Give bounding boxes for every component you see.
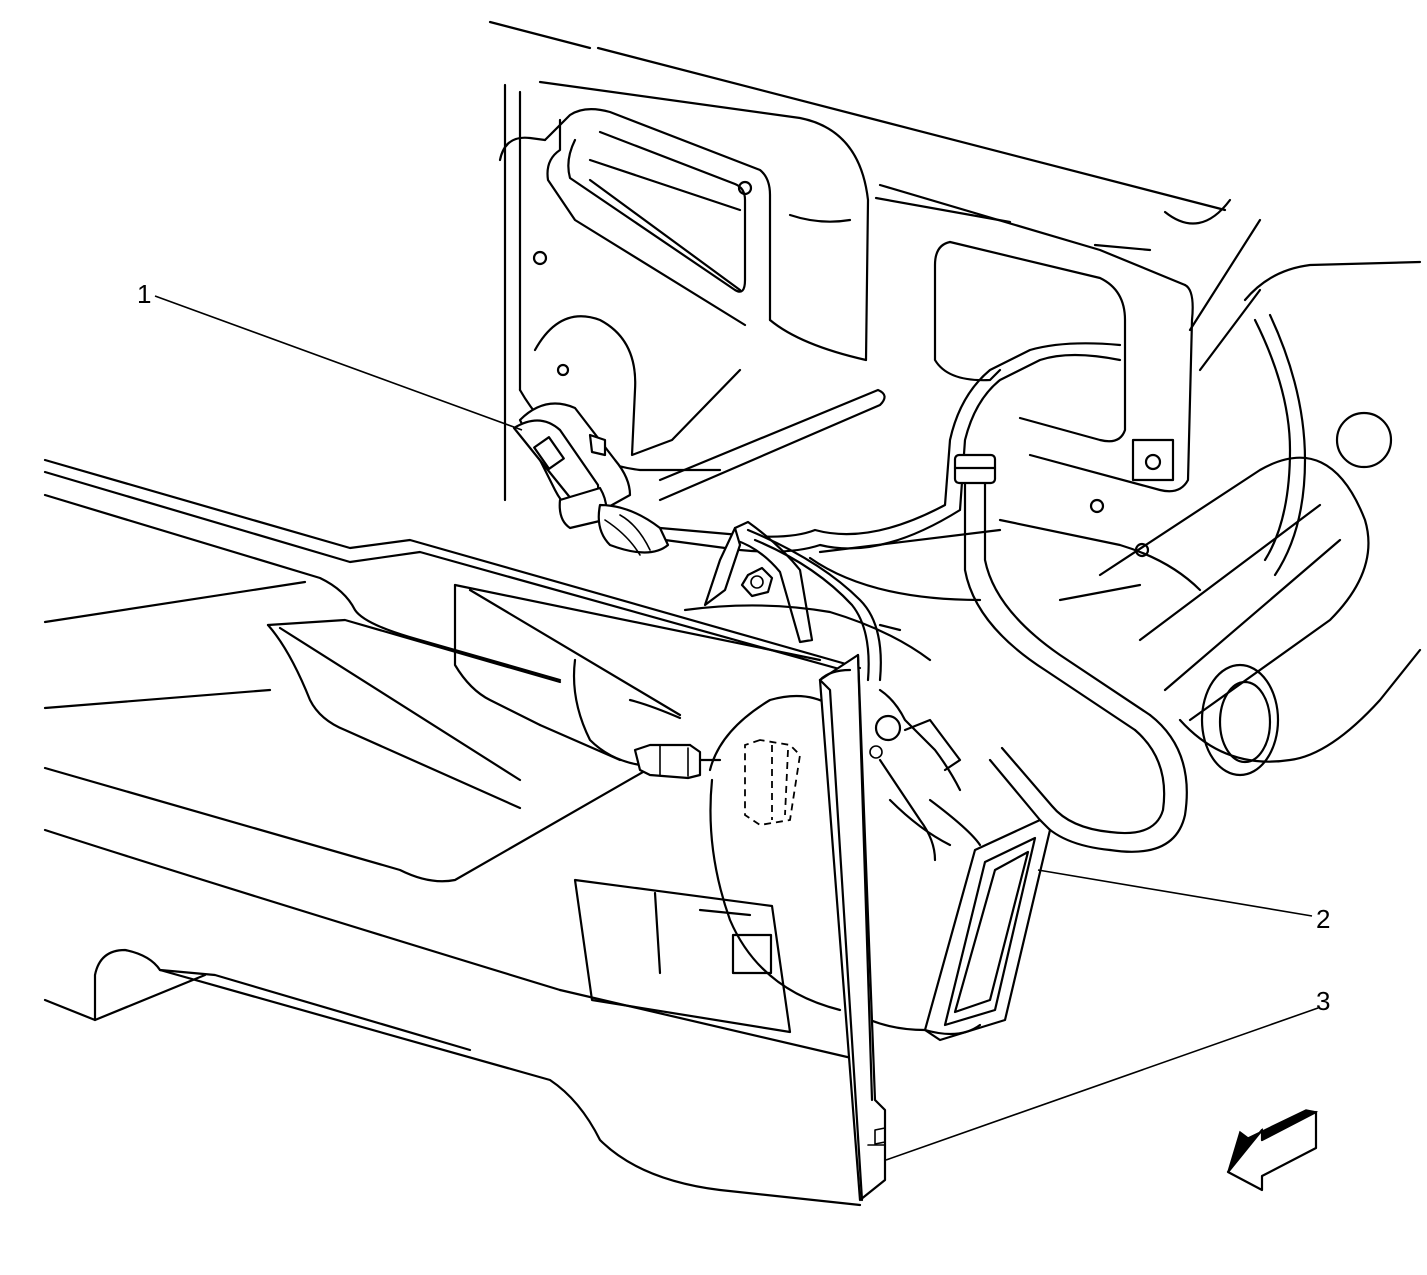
upper-body-structure [488,20,1422,777]
leader-line-1 [154,295,523,431]
callout-3: 3 [1316,986,1330,1016]
panel-edge [818,653,887,1202]
callout-2: 2 [1316,904,1330,934]
forward-arrow-icon [1226,1109,1319,1192]
wiring-harness [658,342,1188,853]
leader-line-2 [1037,869,1313,917]
callout-1: 1 [137,279,151,309]
leader-line-3 [885,1007,1319,1161]
front-panel [43,458,902,1207]
horn [572,604,1052,1042]
horn-bracket [703,520,882,682]
horn-connector [512,402,670,556]
